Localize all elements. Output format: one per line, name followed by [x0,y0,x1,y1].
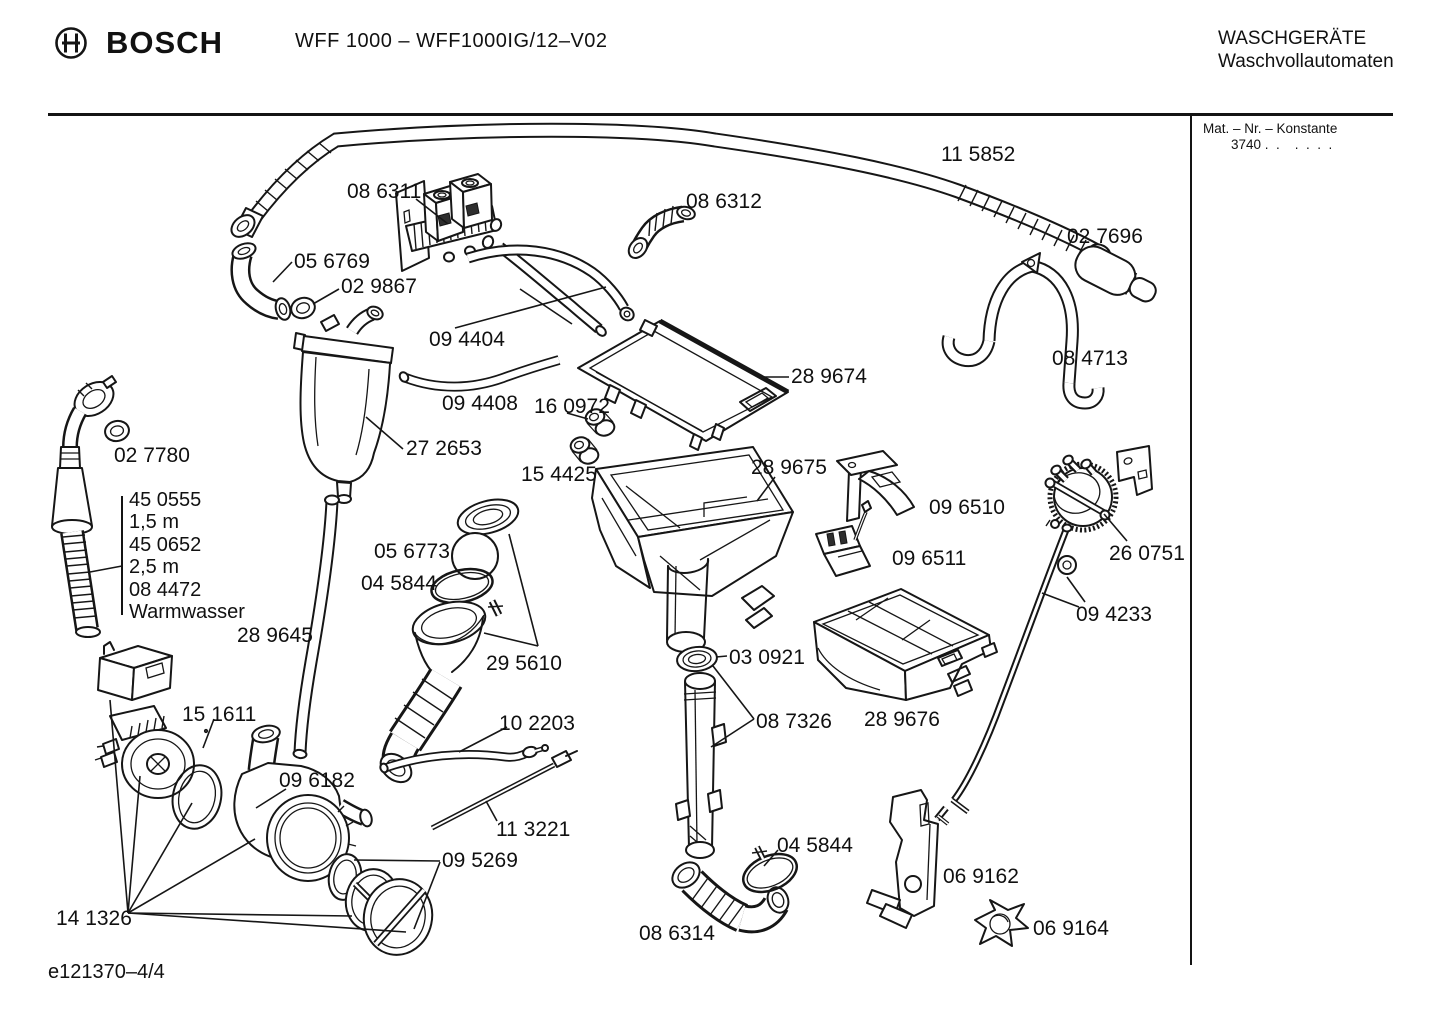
part-label-11-3221: 11 3221 [496,818,571,841]
hose-note-line: Warmwasser [129,601,245,624]
part-label-08-6314: 08 6314 [639,922,715,945]
page-title: WFF 1000 – WFF1000IG/12–V02 [295,30,608,52]
leader-lines [89,198,1128,933]
department-block: WASCHGERÄTE Waschvollautomaten [1218,27,1394,73]
part-label-04-5844: 04 5844 [361,572,437,595]
part-label-11-5852: 11 5852 [941,143,1016,166]
part-switch-09-6511 [815,500,872,577]
part-label-29-5610: 29 5610 [486,652,562,675]
part-label-16-0972: 16 0972 [534,395,610,418]
hose-note-line: 1,5 m [129,511,180,534]
part-hose-guide-08-4713 [941,252,1105,410]
mat-nr-label: Mat. – Nr. – Konstante [1203,121,1338,136]
part-label-09-6510: 09 6510 [929,496,1005,519]
part-bracket-06-9162 [866,789,970,929]
part-clip-06-9164 [974,899,1029,947]
header-rule [48,113,1393,116]
part-label-06-9164: 06 9164 [1033,917,1109,940]
part-label-27-2653: 27 2653 [406,437,482,460]
part-standpipe-08-7326 [675,672,727,859]
part-label-26-0751: 26 0751 [1109,542,1185,565]
part-inlet-hose-02-7780 [51,375,130,638]
part-drawer-28-9676 [813,588,998,701]
hose-note-bar [121,496,123,615]
part-label-06-9162: 06 9162 [943,865,1019,888]
part-label-03-0921: 03 0921 [729,646,805,669]
department-subline: Waschvollautomaten [1218,51,1394,72]
part-label-14-1326: 14 1326 [56,907,132,930]
part-elbow-05-6769 [230,242,292,321]
part-pump-group-14-1326 [94,641,434,956]
part-hoses-09-4404 [466,242,635,337]
part-container-27-2653 [293,305,394,504]
part-label-09-6511: 09 6511 [892,547,967,570]
info-panel-divider [1190,116,1192,965]
part-label-10-2203: 10 2203 [499,712,575,735]
part-funnel-29-5610 [379,498,520,784]
brand-wordmark: BOSCH [106,25,223,60]
department-line: WASCHGERÄTE [1218,28,1367,49]
part-oring-15-1611 [171,764,223,830]
part-pump-housing-09-6182 [233,724,373,883]
part-label-08-6312: 08 6312 [686,190,762,213]
part-tube-28-9645 [292,494,340,760]
part-label-09-5269: 09 5269 [442,849,518,872]
part-label-28-9676: 28 9676 [864,708,940,731]
part-label-04-5844: 04 5844 [777,834,853,857]
part-label-09-4404: 09 4404 [429,328,505,351]
document-code: e121370–4/4 [48,961,165,983]
brand-row: BOSCH [52,24,223,62]
part-cable-tie-11-3221 [430,750,578,831]
part-label-28-9645: 28 9645 [237,624,313,647]
part-filter-cap-09-5269 [362,878,434,956]
part-clamp-04-5844-lower [742,845,798,894]
hose-note-line: 2,5 m [129,556,180,579]
part-label-02-7696: 02 7696 [1067,225,1143,248]
part-pressure-switch-26-0751 [1044,445,1153,533]
hose-note-line: 08 4472 [129,578,202,601]
mat-nr-panel: Mat. – Nr. – Konstante 3740 . . . . . . [1203,121,1337,153]
part-dispenser-housing-28-9675 [591,446,794,653]
part-label-05-6769: 05 6769 [294,250,370,273]
part-label-15-4425: 15 4425 [521,463,597,486]
part-label-09-4408: 09 4408 [442,392,518,415]
part-clamp-04-5844-upper [430,567,504,617]
part-bushing-16-0972 [584,408,616,437]
hose-note-line: 45 0555 [129,489,202,511]
part-pressure-hose-09-4233 [934,523,1077,822]
hose-note-line: 45 0652 [129,533,202,556]
part-bellows-08-6314 [671,861,790,934]
part-lid-28-9674 [577,318,790,451]
bosch-logo-icon [55,27,87,59]
part-label-28-9675: 28 9675 [751,456,827,479]
part-elbow-08-6312 [627,205,696,259]
part-ball-05-6773 [451,532,499,580]
part-ring-02-9867 [290,296,316,320]
part-label-02-7780: 02 7780 [114,444,190,467]
mat-nr-value: 3740 . . . . . . [1231,137,1333,152]
part-label-09-4233: 09 4233 [1076,603,1152,626]
part-bushing-15-4425 [569,436,600,465]
part-bracket-09-6510 [836,450,915,522]
part-label-05-6773: 05 6773 [374,540,450,563]
part-label-08-4713: 08 4713 [1052,347,1128,370]
part-label-09-6182: 09 6182 [279,769,355,792]
part-label-08-7326: 08 7326 [756,710,832,733]
part-label-02-9867: 02 9867 [341,275,417,298]
reference-dot [203,728,209,734]
part-hose-10-2203 [379,744,549,774]
part-label-28-9674: 28 9674 [791,365,867,388]
part-label-15-1611: 15 1611 [182,703,257,726]
part-hose-09-4408 [398,355,561,392]
part-label-08-6311: 08 6311 [347,180,422,203]
part-cap-02-7696 [1074,245,1157,303]
